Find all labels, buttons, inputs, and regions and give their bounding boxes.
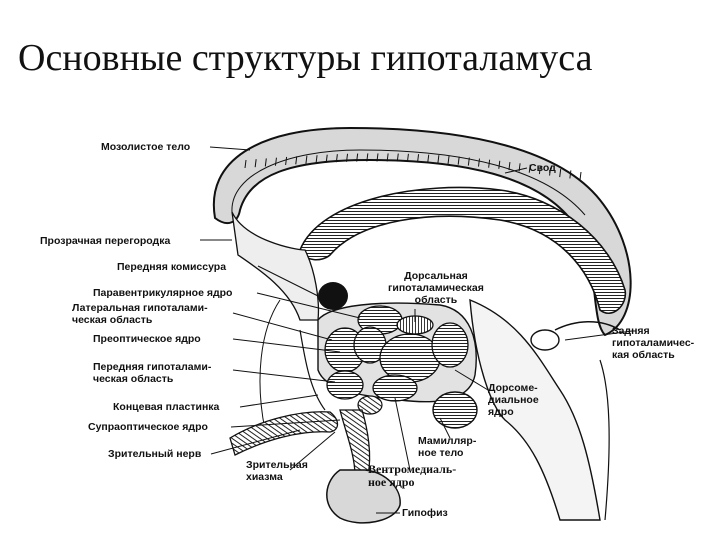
septum-shape — [232, 212, 318, 320]
label-lamina-terminalis: Концевая пластинка — [113, 401, 219, 413]
label-preoptic: Преоптическое ядро — [93, 333, 201, 345]
label-dorsomedial: Дорсоме- диальное ядро — [488, 382, 539, 418]
label-mammillary: Мамилляр- ное тело — [418, 435, 476, 459]
label-lateral-area: Латеральная гипоталами- ческая область — [72, 302, 208, 326]
anterior-commissure-shape — [318, 282, 348, 310]
label-fornix: Свод — [529, 162, 556, 174]
label-septum: Прозрачная перегородка — [40, 235, 170, 247]
label-anterior-area: Передняя гипоталами- ческая область — [93, 361, 211, 385]
label-pituitary: Гипофиз — [402, 507, 448, 519]
label-corpus-callosum: Мозолистое тело — [101, 141, 190, 153]
label-optic-chiasm: Зрительная хиазма — [246, 459, 308, 483]
infundibulum-shape — [340, 410, 370, 475]
label-posterior-area: Задняя гипоталамичес- кая область — [612, 325, 694, 361]
label-dorsal-area: Дорсальная гипоталамическая область — [388, 270, 484, 306]
label-ventromedial: Вентромедиаль- ное ядро — [368, 463, 456, 489]
optic-nerve-shape — [230, 412, 338, 455]
label-paraventricular: Паравентрикулярное ядро — [93, 287, 232, 299]
label-supraoptic: Супраоптическое ядро — [88, 421, 208, 433]
label-optic-nerve: Зрительный нерв — [108, 448, 201, 460]
label-anterior-commissure: Передняя комиссура — [117, 261, 226, 273]
mammillary-body-shape — [433, 392, 477, 428]
